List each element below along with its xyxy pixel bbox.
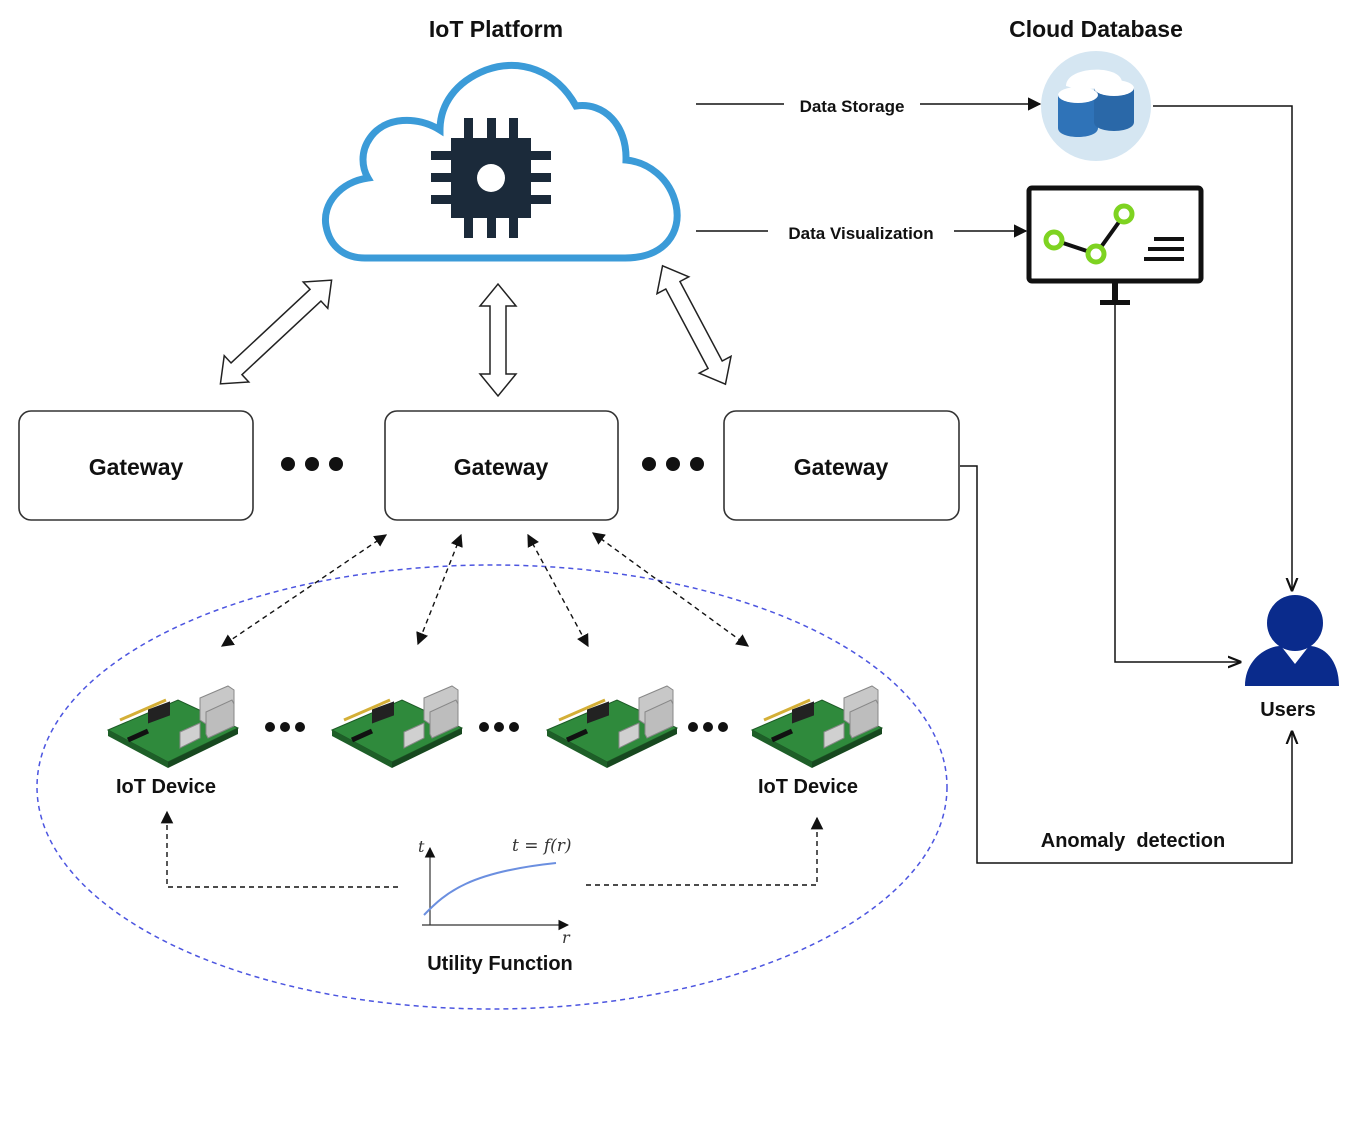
anomaly-label: Anomaly detection — [1041, 830, 1225, 852]
gateway-box-2: Gateway — [384, 410, 619, 521]
utility-label: Utility Function — [427, 953, 573, 975]
ellipsis-dots-gateways-2 — [642, 457, 704, 471]
gateway-label: Gateway — [454, 454, 549, 480]
cloud-db-title: Cloud Database — [1009, 16, 1183, 42]
utility-formula: t = f(r) — [512, 836, 572, 856]
database-icon — [1041, 51, 1151, 161]
double-arrow-left — [219, 279, 333, 385]
utility-to-device-right — [586, 816, 824, 886]
ellipsis-dots-devices-1 — [265, 722, 305, 732]
utility-function-plot: t r t = f(r) — [418, 836, 572, 947]
ellipsis-dots-gateways-1 — [281, 457, 343, 471]
ellipsis-dots-devices-3 — [688, 722, 728, 732]
utility-curve — [423, 862, 557, 916]
chip-icon — [431, 118, 551, 238]
visualization-label: Data Visualization — [788, 224, 933, 243]
gateway-label: Gateway — [89, 454, 184, 480]
device-label-right: IoT Device — [758, 776, 858, 798]
platform-title: IoT Platform — [429, 16, 563, 42]
utility-axis-x: r — [562, 928, 571, 947]
iot-device-4 — [752, 686, 882, 768]
gateway-box-1: Gateway — [18, 410, 254, 521]
device-cluster-boundary — [36, 564, 948, 1010]
db-to-users-line — [1153, 105, 1292, 590]
device-label-left: IoT Device — [116, 776, 216, 798]
double-arrow-center — [478, 282, 518, 398]
utility-axis-y: t — [418, 837, 425, 856]
monitor-to-users-line — [1114, 305, 1240, 662]
double-arrow-right — [655, 264, 733, 386]
storage-label: Data Storage — [800, 97, 905, 116]
ellipsis-dots-devices-2 — [479, 722, 519, 732]
iot-device-3 — [547, 686, 677, 768]
users-label: Users — [1260, 699, 1316, 721]
gateway-box-3: Gateway — [723, 410, 960, 521]
anomaly-line — [960, 465, 1292, 864]
utility-to-device-left — [160, 810, 398, 888]
gateway-device-links — [220, 532, 750, 648]
gateway-label: Gateway — [794, 454, 889, 480]
user-icon — [1245, 595, 1339, 686]
monitor-icon — [1026, 185, 1204, 305]
iot-device-1 — [108, 686, 238, 768]
iot-device-2 — [332, 686, 462, 768]
